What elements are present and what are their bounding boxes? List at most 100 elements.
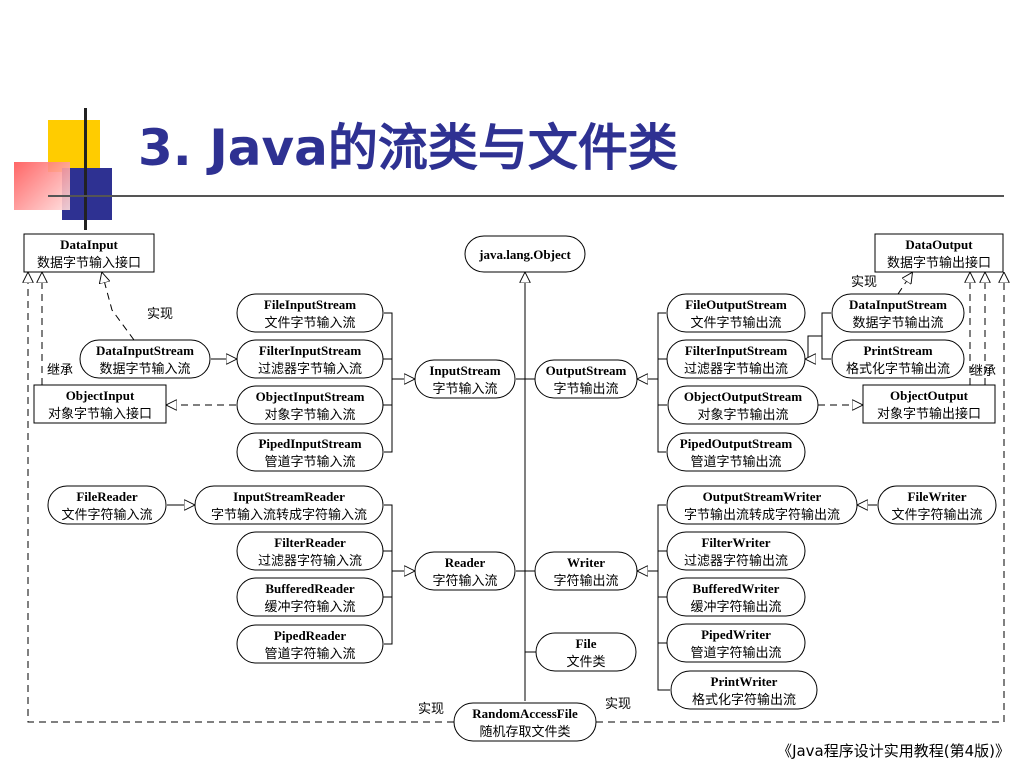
node-class-name: FileOutputStream [685, 297, 787, 312]
node-class-name: InputStreamReader [233, 489, 345, 504]
edge-datainputstream-implements [102, 273, 135, 341]
node-description: 对象字节输入流 [264, 407, 355, 422]
node-class-name: java.lang.Object [478, 247, 571, 262]
node-box [666, 339, 806, 379]
node-piped-reader: PipedReader 管道字符输入流 [236, 624, 384, 664]
node-box [877, 485, 997, 525]
edge-filterout-bracket [821, 312, 831, 360]
footer-book-title: 《Java程序设计实用教程(第4版)》 [777, 742, 1010, 760]
node-description: 随机存取文件类 [479, 724, 570, 739]
label-implement-datainputstream: 实现 [147, 306, 173, 321]
node-class-name: ObjectOutput [890, 388, 969, 403]
node-description: 字节输出流 [553, 381, 618, 396]
node-description: 格式化字节输出流 [846, 361, 950, 376]
node-description: 管道字符输出流 [690, 645, 781, 660]
node-object-input: ObjectInput 对象字节输入接口 [33, 384, 167, 424]
node-object-output-stream: ObjectOutputStream 对象字节输出流 [667, 385, 819, 425]
edge-dataoutputstream-implements [897, 273, 912, 295]
node-description: 过滤器字符输出流 [684, 553, 788, 568]
node-class-name: RandomAccessFile [472, 706, 578, 721]
node-description: 文件字节输出流 [690, 315, 781, 330]
node-random-access-file: RandomAccessFile 随机存取文件类 [453, 702, 597, 742]
node-box [414, 359, 516, 399]
deco-horizontal-line [48, 195, 1004, 197]
node-class-name: DataInput [60, 237, 118, 252]
node-box [666, 293, 806, 333]
node-class-name: PipedWriter [701, 627, 771, 642]
node-description: 对象字节输入接口 [48, 406, 152, 421]
node-box [236, 385, 384, 425]
node-box [666, 485, 858, 525]
node-class-name: FilterWriter [701, 535, 770, 550]
node-description: 文件类 [566, 654, 605, 669]
node-class-name: FilterInputStream [259, 343, 361, 358]
node-file-output-stream: FileOutputStream 文件字节输出流 [666, 293, 806, 333]
node-class-name: File [576, 636, 597, 651]
node-description: 管道字符输入流 [264, 646, 355, 661]
node-class-name: PipedReader [274, 628, 346, 643]
node-class-name: BufferedReader [265, 581, 355, 596]
edge-outputstream-bracket [657, 312, 666, 453]
node-box [874, 233, 1004, 273]
node-file: File 文件类 [535, 632, 637, 672]
label-implement-raf-right: 实现 [605, 696, 631, 711]
node-class-name: PrintWriter [711, 674, 778, 689]
node-class-name: ObjectInputStream [256, 389, 365, 404]
node-description: 文件字符输入流 [61, 507, 152, 522]
node-class-name: BufferedWriter [693, 581, 780, 596]
node-box [236, 432, 384, 472]
node-box [414, 551, 516, 591]
node-description: 过滤器字节输出流 [684, 361, 788, 376]
page-title: 3. Java的流类与文件类 [138, 119, 678, 177]
node-box [464, 235, 586, 273]
node-description: 数据字节输出流 [852, 315, 943, 330]
node-class-name: FileInputStream [264, 297, 356, 312]
node-box [23, 233, 155, 273]
node-description: 字符输入流 [432, 573, 497, 588]
diagram-edges [28, 273, 1004, 723]
node-data-output-stream: DataInputStream 数据字节输出流 [831, 293, 965, 333]
edge-reader-bracket [384, 504, 393, 645]
label-inherit-objectoutput: 继承 [970, 363, 996, 378]
node-box [666, 531, 806, 571]
label-implement-raf-left: 实现 [418, 701, 444, 716]
node-description: 字节输出流转成字符输出流 [684, 507, 840, 522]
node-description: 对象字节输出流 [697, 407, 788, 422]
node-description: 文件字符输出流 [891, 507, 982, 522]
node-description: 对象字节输出接口 [877, 406, 981, 421]
node-box [236, 531, 384, 571]
node-class-name: InputStream [429, 363, 500, 378]
node-class-name: ObjectInput [66, 388, 135, 403]
edge-raf-implements-dataoutput [596, 273, 1004, 723]
diagram-labels: 实现继承实现继承实现实现 [47, 274, 996, 716]
node-piped-writer: PipedWriter 管道字符输出流 [666, 623, 806, 663]
node-box [534, 551, 638, 591]
node-box [79, 339, 211, 379]
node-description: 管道字节输出流 [690, 454, 781, 469]
node-class-name: ObjectOutputStream [684, 389, 802, 404]
node-box [831, 293, 965, 333]
node-description: 文件字节输入流 [264, 315, 355, 330]
node-file-reader: FileReader 文件字符输入流 [47, 485, 167, 525]
node-class-name: OutputStreamWriter [703, 489, 822, 504]
label-implement-dataoutputstream: 实现 [851, 274, 877, 289]
node-class-name: DataInputStream [849, 297, 947, 312]
node-class-name: FileReader [76, 489, 138, 504]
node-print-writer: PrintWriter 格式化字符输出流 [670, 670, 818, 710]
node-object-output: ObjectOutput 对象字节输出接口 [862, 384, 996, 424]
node-description: 格式化字符输出流 [692, 692, 796, 707]
edge-raf-implements-datainput [28, 273, 454, 723]
